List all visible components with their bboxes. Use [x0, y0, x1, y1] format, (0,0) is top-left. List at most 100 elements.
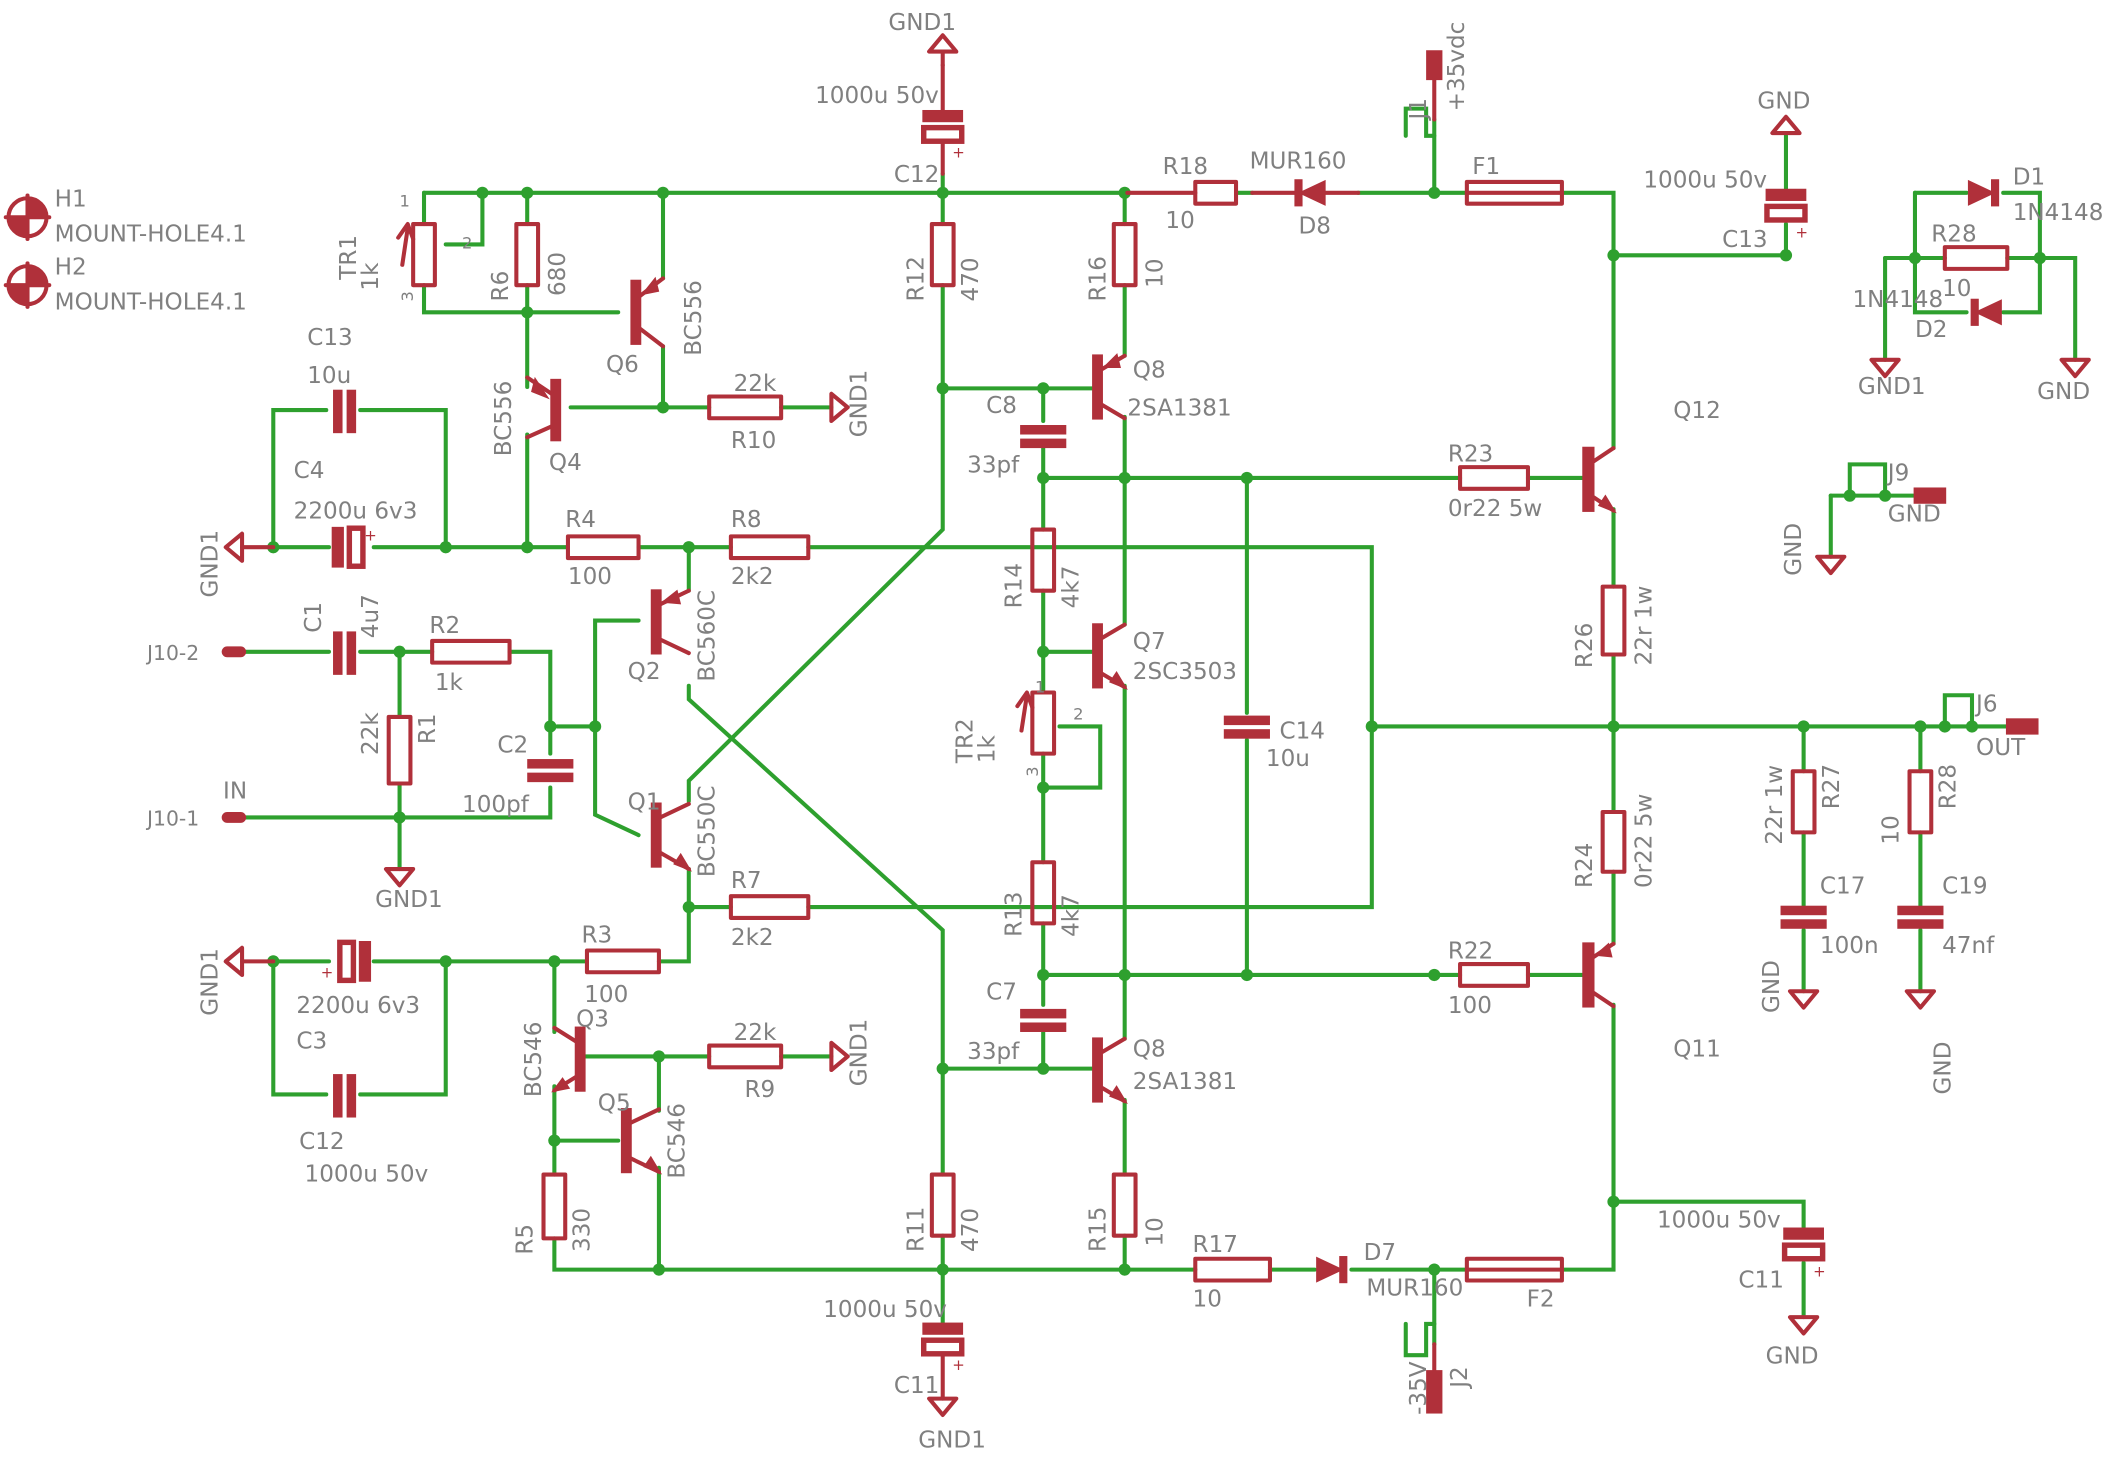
- resistor-r10-body: [707, 394, 784, 421]
- capacitor-c14: [333, 389, 357, 434]
- gnd1-symbol-r9: [829, 1040, 850, 1073]
- capacitor-c4: +: [331, 525, 377, 569]
- capacitor-c13: [333, 1074, 357, 1118]
- label-j2-value: -35V: [1406, 1361, 1432, 1415]
- component-labels: H1 MOUNT-HOLE4.1 H2 MOUNT-HOLE4.1 GND1 G…: [55, 10, 2104, 1454]
- resistors: [386, 179, 2010, 1283]
- capacitor-c1: [333, 631, 357, 675]
- label-gnd-c11: GND: [1766, 1343, 1819, 1369]
- label-r13-value: 4k7: [1059, 894, 1085, 937]
- label-r4-ref: R4: [565, 507, 596, 533]
- capacitor-c17: [1223, 715, 1270, 739]
- resistor-r14-body: [1030, 527, 1057, 593]
- label-r22-ref: R23: [1448, 442, 1493, 468]
- label-c19-ref: C17: [1820, 873, 1865, 899]
- label-r13-ref: R13: [1001, 892, 1027, 937]
- label-c3-ref: C3: [296, 1028, 327, 1054]
- mount-holes: [3, 193, 52, 309]
- label-r26-value: 22r 1w: [1762, 765, 1788, 845]
- transistor-q6: [630, 276, 666, 349]
- label-r27-ref: R28: [1936, 764, 1962, 809]
- capacitors: + + + + + +: [321, 63, 1944, 1401]
- svg-text:+: +: [952, 1356, 965, 1374]
- transistors: [525, 276, 1617, 1175]
- label-q50-value: 2SC3503: [1133, 659, 1237, 685]
- label-c13-value: 1000u 50v: [305, 1161, 429, 1187]
- gnd-symbol-c19: [1787, 989, 1820, 1010]
- gnd-symbol-c20: [1904, 989, 1937, 1010]
- label-r5-value: 330: [570, 1208, 596, 1252]
- label-r6-value: 680: [545, 252, 571, 296]
- label-r1-ref: R1: [415, 713, 441, 744]
- label-d1-ref: D1: [2013, 165, 2045, 191]
- label-q8-value: 2SA1381: [1127, 396, 1231, 422]
- label-q8-ref: Q8: [1133, 357, 1166, 383]
- resistor-r8-body: [728, 534, 811, 561]
- junction-dots: [267, 186, 2046, 1276]
- resistor-r18-body: [1193, 179, 1239, 206]
- label-q5-ref: Q5: [598, 1091, 631, 1117]
- label-r16-ref: R16: [1086, 256, 1112, 301]
- gnd1-symbol-r10: [829, 391, 850, 423]
- label-c12-ref: C13: [1722, 227, 1767, 253]
- label-r11-ref: R11: [904, 1207, 930, 1252]
- gnd1-symbol-c3: [223, 945, 245, 977]
- resistor-r6-body: [514, 222, 541, 288]
- label-d1-value: 1N4148: [2013, 200, 2104, 226]
- capacitor-c20: [1897, 905, 1944, 929]
- svg-text:+: +: [952, 144, 965, 162]
- label-c14-ref: C13: [307, 325, 352, 351]
- label-d7-ref: D7: [1364, 1240, 1396, 1266]
- connector-j10-2-pad: [221, 646, 247, 658]
- label-r11-value: 470: [958, 1208, 984, 1252]
- label-c6-value: 1000u 50v: [815, 83, 939, 109]
- label-tr2-pin2: 2: [1073, 705, 1083, 724]
- svg-text:+: +: [364, 526, 377, 544]
- transistor-q11: [1582, 941, 1616, 1009]
- gnd-symbol-j9: [1815, 554, 1847, 576]
- resistor-r1-body: [386, 714, 413, 786]
- label-c1-ref: C1: [301, 602, 327, 633]
- label-gnd-c12: GND: [1757, 89, 1810, 115]
- label-q50-ref: Q7: [1133, 629, 1166, 655]
- label-r28-ref: R28: [1931, 222, 1976, 248]
- label-q6-ref: Q6: [606, 352, 639, 378]
- capacitor-c3: +: [321, 939, 372, 984]
- transistor-q7: [1092, 1036, 1128, 1104]
- label-tr1-ref: TR1: [336, 235, 362, 281]
- label-c7-value: 33pf: [967, 1039, 1020, 1065]
- label-d8-value: MUR160: [1250, 148, 1347, 174]
- resistor-r15-body: [1111, 1172, 1138, 1238]
- resistor-r7-body: [728, 894, 811, 920]
- resistor-r5-body: [541, 1172, 568, 1241]
- label-d7-value: MUR160: [1366, 1275, 1463, 1301]
- label-q1-value: BC550C: [695, 785, 721, 877]
- diode-d7: [1316, 1256, 1348, 1284]
- label-q2-ref: Q2: [628, 659, 661, 685]
- transistor-q8: [1092, 353, 1127, 421]
- diodes: [1250, 179, 2002, 1284]
- capacitor-c8: [1020, 425, 1067, 449]
- label-tr1-value: 1k: [358, 262, 384, 291]
- label-gnd1-bottom: GND1: [918, 1427, 986, 1453]
- label-j6-ref: J6: [1974, 692, 1998, 718]
- label-c7-ref: C7: [986, 979, 1017, 1005]
- label-r12-ref: R12: [904, 256, 930, 301]
- resistor-r16-body: [1111, 222, 1138, 288]
- label-gnd1-r10: GND1: [847, 370, 873, 438]
- resistor-r2-body: [430, 638, 512, 665]
- label-r28-value: 10: [1942, 276, 1971, 302]
- label-r23-ref: R24: [1572, 843, 1598, 888]
- transistor-q4: [525, 375, 562, 442]
- capacitor-c11: [1781, 1227, 1826, 1262]
- label-j10-2-ref: J10-2: [145, 641, 199, 665]
- label-r16-value: 10: [1143, 258, 1169, 287]
- label-j9-ref: J9: [1886, 461, 1909, 487]
- label-f2-ref: F2: [1527, 1286, 1555, 1312]
- label-gnd-d1: GND: [2037, 379, 2090, 405]
- label-r7-ref: R7: [731, 868, 762, 894]
- label-tr1-pin3: 3: [398, 291, 417, 301]
- label-r15-ref: R15: [1086, 1207, 1112, 1252]
- label-r18-ref: R18: [1163, 154, 1208, 180]
- label-r8-value: 2k2: [731, 564, 774, 590]
